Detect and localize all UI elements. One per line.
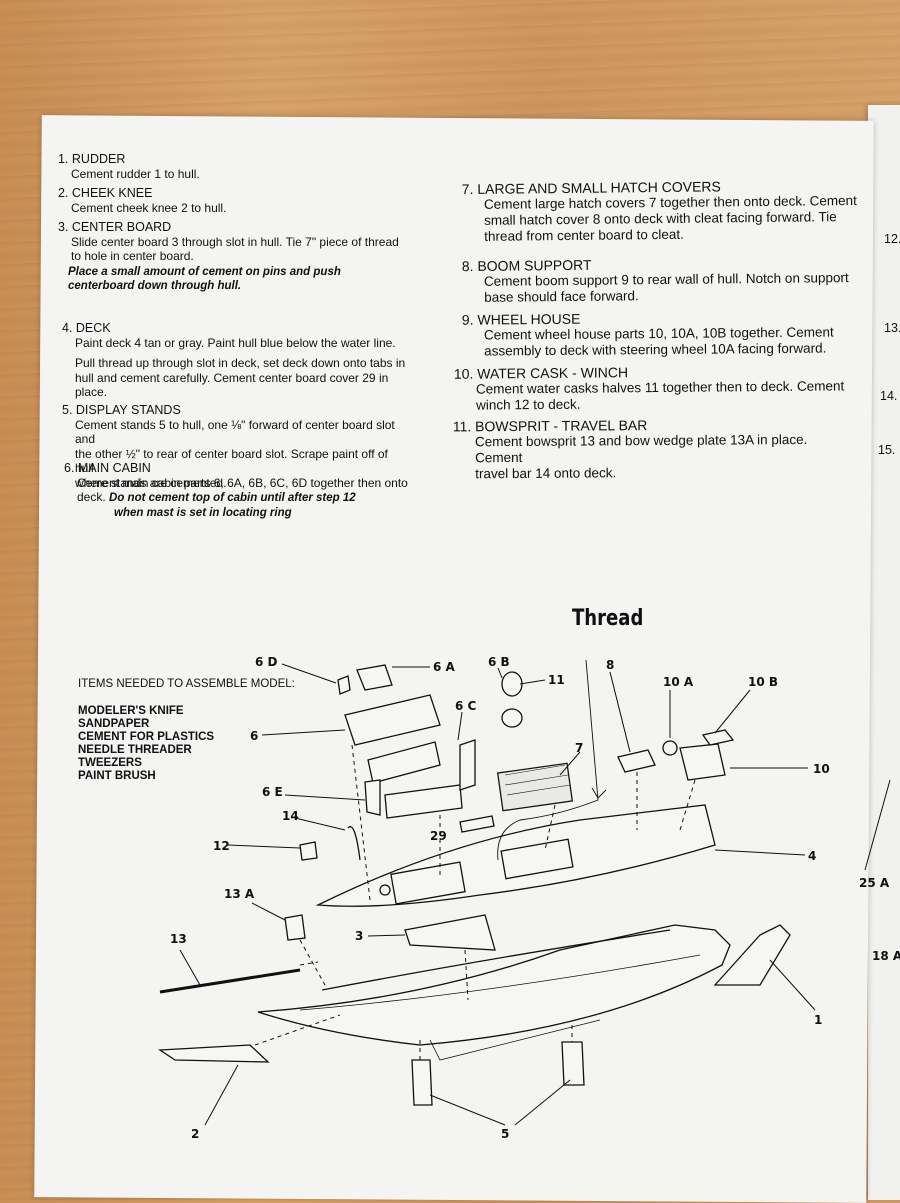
hull-part <box>257 924 731 1046</box>
step-2-cheek-knee: 2. CHEEK KNEE Cement cheek knee 2 to hul… <box>58 186 418 215</box>
list-item: MODELER'S KNIFE <box>78 705 184 717</box>
items-heading: ITEMS NEEDED TO ASSEMBLE MODEL: <box>78 678 295 690</box>
deck-hatch-large <box>390 861 466 905</box>
step-note: when mast is set in locating ring <box>114 506 292 519</box>
step-text: Cement cheek knee 2 to hull. <box>71 200 227 215</box>
part-label-10: 10 <box>813 762 830 776</box>
part-label-29: 29 <box>430 829 447 843</box>
step-note: Place a small amount of cement on pins a… <box>68 265 341 278</box>
part-label-13: 13 <box>170 932 187 946</box>
display-stand-5b <box>561 1041 585 1086</box>
part-label-11: 11 <box>548 673 565 687</box>
step-text: hull and cement carefully. Cement center… <box>75 370 389 385</box>
part-label-6a: 6 A <box>433 660 456 674</box>
list-item: CEMENT FOR PLASTICS <box>78 731 215 743</box>
part-label-18a: 18 A <box>872 949 900 963</box>
hatch-cover-7 <box>496 762 574 812</box>
deck-hatch-small <box>500 838 574 880</box>
step-text: place. <box>75 385 108 399</box>
part-label-6b: 6 B <box>488 655 510 669</box>
bow-plate-13a <box>284 914 306 941</box>
part-label-6c: 6 C <box>455 699 477 713</box>
steering-wheel-10a <box>662 740 678 756</box>
part-label-3: 3 <box>355 929 363 943</box>
step-title: 3. CENTER BOARD <box>58 220 172 234</box>
part-label-5: 5 <box>501 1127 509 1141</box>
center-board-part <box>404 914 496 951</box>
list-item: SANDPAPER <box>78 718 150 730</box>
wheel-house-roof-10b <box>701 729 735 746</box>
step-3-center-board: 3. CENTER BOARD Slide center board 3 thr… <box>58 220 418 294</box>
edge-step-number: 12. <box>884 232 900 246</box>
part-label-6d: 6 D <box>255 655 278 669</box>
next-page-edge <box>868 105 900 1200</box>
step-4-deck: 4. DECK Paint deck 4 tan or gray. Paint … <box>62 321 407 400</box>
step-title: 5. DISPLAY STANDS <box>62 403 181 417</box>
list-item: TWEEZERS <box>78 757 142 769</box>
step-text: Paint deck 4 tan or gray. Paint hull blu… <box>75 335 396 350</box>
cabin-part-6 <box>344 694 441 746</box>
edge-step-number: 15. <box>878 443 896 457</box>
step-title: 1. RUDDER <box>58 152 126 166</box>
part-label-14: 14 <box>282 809 299 823</box>
thread-label: Thread <box>572 606 644 631</box>
cabin-part-6c <box>367 741 441 784</box>
step-text: deck. Do not cement top of cabin until a… <box>77 490 356 504</box>
part-label-13a: 13 A <box>224 887 255 901</box>
step-title: 2. CHEEK KNEE <box>58 186 153 200</box>
deck-ring <box>379 884 391 896</box>
step-1-rudder: 1. RUDDER Cement rudder 1 to hull. <box>58 152 418 181</box>
step-text: Cement main cabin parts 6, 6A, 6B, 6C, 6… <box>77 475 408 490</box>
step-text: Pull thread up through slot in deck, set… <box>75 356 406 370</box>
cabin-part-6e <box>364 779 381 816</box>
part-label-6e: 6 E <box>262 785 283 799</box>
step-note: Do not cement top of cabin until after s… <box>109 492 356 504</box>
step-note: centerboard down through hull. <box>68 280 242 292</box>
part-label-2: 2 <box>191 1127 199 1141</box>
step-text: where stands are cemented. <box>75 475 227 490</box>
bowsprit-13 <box>159 968 301 994</box>
small-hatch-8 <box>617 749 656 773</box>
wheel-house-10 <box>679 743 726 781</box>
part-label-8: 8 <box>606 658 614 672</box>
winch-12 <box>299 841 318 861</box>
display-stand-5a <box>411 1059 433 1106</box>
cover-29 <box>459 815 495 833</box>
mast-left-cabin-6d <box>337 675 351 695</box>
part-label-12: 12 <box>213 839 230 853</box>
cabin-part-6a <box>356 664 393 691</box>
water-cask-11 <box>501 671 523 697</box>
part-label-10b: 10 B <box>748 675 778 689</box>
step-text: Cement rudder 1 to hull. <box>71 166 200 181</box>
thread-line <box>497 659 599 861</box>
travel-bar-14 <box>347 826 361 861</box>
part-label-25a: 25 A <box>859 876 890 890</box>
rudder-1 <box>713 924 791 986</box>
part-label-6: 6 <box>250 729 258 743</box>
list-item: NEEDLE THREADER <box>78 744 192 756</box>
part-label-4: 4 <box>808 849 816 863</box>
list-item: PAINT BRUSH <box>78 770 156 782</box>
edge-step-number: 14. <box>880 389 898 403</box>
part-label-1: 1 <box>814 1013 822 1027</box>
items-needed-list: ITEMS NEEDED TO ASSEMBLE MODEL: MODELER'… <box>78 678 295 783</box>
part-label-10a: 10 A <box>663 675 694 689</box>
edge-step-number: 13. <box>884 321 900 335</box>
step-text: to hole in center board. <box>71 249 194 263</box>
step-title: 4. DECK <box>62 321 111 335</box>
cabin-part-bottom <box>384 784 463 819</box>
step-text: Cement stands 5 to hull, one ⅛" forward … <box>75 417 395 447</box>
cabin-part-6b <box>459 739 476 791</box>
step-6-main-cabin: 6. MAIN CABIN Cement main cabin parts 6,… <box>64 461 409 520</box>
cheek-knee-2 <box>158 1044 270 1063</box>
step-5-display-stands: 5. DISPLAY STANDS Cement stands 5 to hul… <box>62 403 407 490</box>
part-label-7: 7 <box>575 741 583 755</box>
step-text: Slide center board 3 through slot in hul… <box>71 234 399 249</box>
deck-part <box>315 804 716 907</box>
step-title: 6. MAIN CABIN <box>64 461 151 475</box>
step-text: the other ½" to rear of center board slo… <box>75 446 388 476</box>
